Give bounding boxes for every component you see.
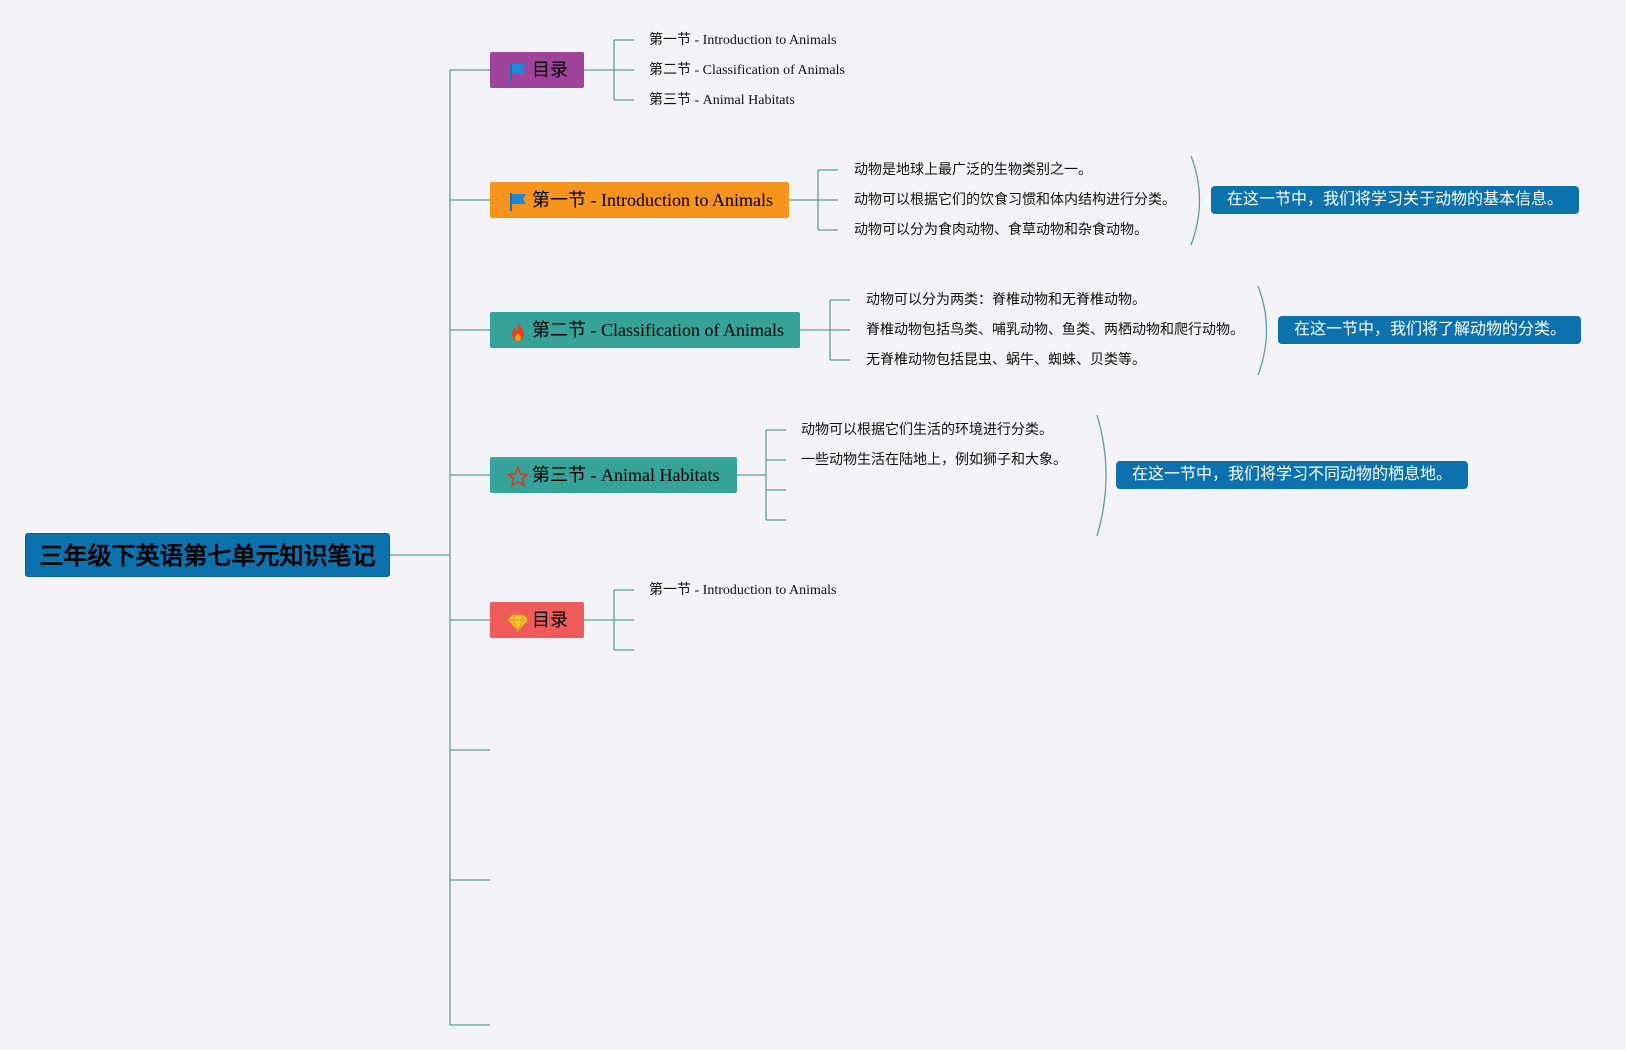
topic-label: 第一节 - Introduction to Animals: [532, 190, 773, 210]
topic4-bracket: [737, 429, 786, 521]
leaf[interactable]: 动物可以根据它们的饮食习惯和体内结构进行分类。: [854, 193, 1176, 208]
topic-toc-2[interactable]: 目录: [490, 602, 584, 638]
leaf[interactable]: 第二节 - Classification of Animals: [649, 63, 845, 78]
topic3-bracket: [800, 299, 850, 361]
leaf[interactable]: 第一节 - Introduction to Animals: [649, 33, 837, 48]
blue-flag-icon: [507, 59, 529, 81]
topic-section-2[interactable]: 第二节 - Classification of Animals: [490, 312, 800, 348]
leaf[interactable]: 无脊椎动物包括昆虫、蜗牛、蜘蛛、贝类等。: [866, 353, 1146, 368]
diamond-icon: [507, 609, 529, 633]
blue-flag-icon: [507, 189, 529, 211]
summary-node[interactable]: 在这一节中，我们将学习关于动物的基本信息。: [1211, 186, 1579, 214]
topic-label: 目录: [532, 610, 568, 630]
topic-label: 第三节 - Animal Habitats: [532, 465, 720, 485]
leaf[interactable]: 动物可以分为食肉动物、食草动物和杂食动物。: [854, 223, 1148, 238]
leaf[interactable]: 第三节 - Animal Habitats: [649, 93, 795, 108]
topic5-bracket: [584, 589, 634, 651]
topic1-bracket: [584, 39, 634, 101]
topic4-summary-brace: [1096, 414, 1107, 537]
topic-section-1[interactable]: 第一节 - Introduction to Animals: [490, 182, 789, 218]
topic-toc[interactable]: 目录: [490, 52, 584, 88]
leaf[interactable]: 脊椎动物包括鸟类、哺乳动物、鱼类、两栖动物和爬行动物。: [866, 323, 1244, 338]
leaf[interactable]: 动物可以分为两类：脊椎动物和无脊椎动物。: [866, 293, 1146, 308]
topic-label: 第二节 - Classification of Animals: [532, 320, 784, 340]
topic3-summary-brace: [1257, 285, 1268, 376]
summary-node[interactable]: 在这一节中，我们将学习不同动物的栖息地。: [1116, 461, 1468, 489]
leaf[interactable]: 动物可以根据它们生活的环境进行分类。: [801, 423, 1053, 438]
topic-label: 目录: [532, 60, 568, 80]
root-node[interactable]: 三年级下英语第七单元知识笔记: [25, 533, 390, 577]
leaf[interactable]: 一些动物生活在陆地上，例如狮子和大象。: [801, 453, 1067, 468]
leaf[interactable]: 第一节 - Introduction to Animals: [649, 583, 837, 598]
leaf[interactable]: 动物是地球上最广泛的生物类别之一。: [854, 163, 1092, 178]
summary-node[interactable]: 在这一节中，我们将了解动物的分类。: [1278, 316, 1581, 344]
topic2-bracket: [789, 169, 838, 231]
star-outline-icon: [506, 464, 530, 488]
topic2-summary-brace: [1190, 155, 1201, 246]
fire-icon: [507, 319, 529, 341]
topic-section-3[interactable]: 第三节 - Animal Habitats: [490, 457, 737, 493]
